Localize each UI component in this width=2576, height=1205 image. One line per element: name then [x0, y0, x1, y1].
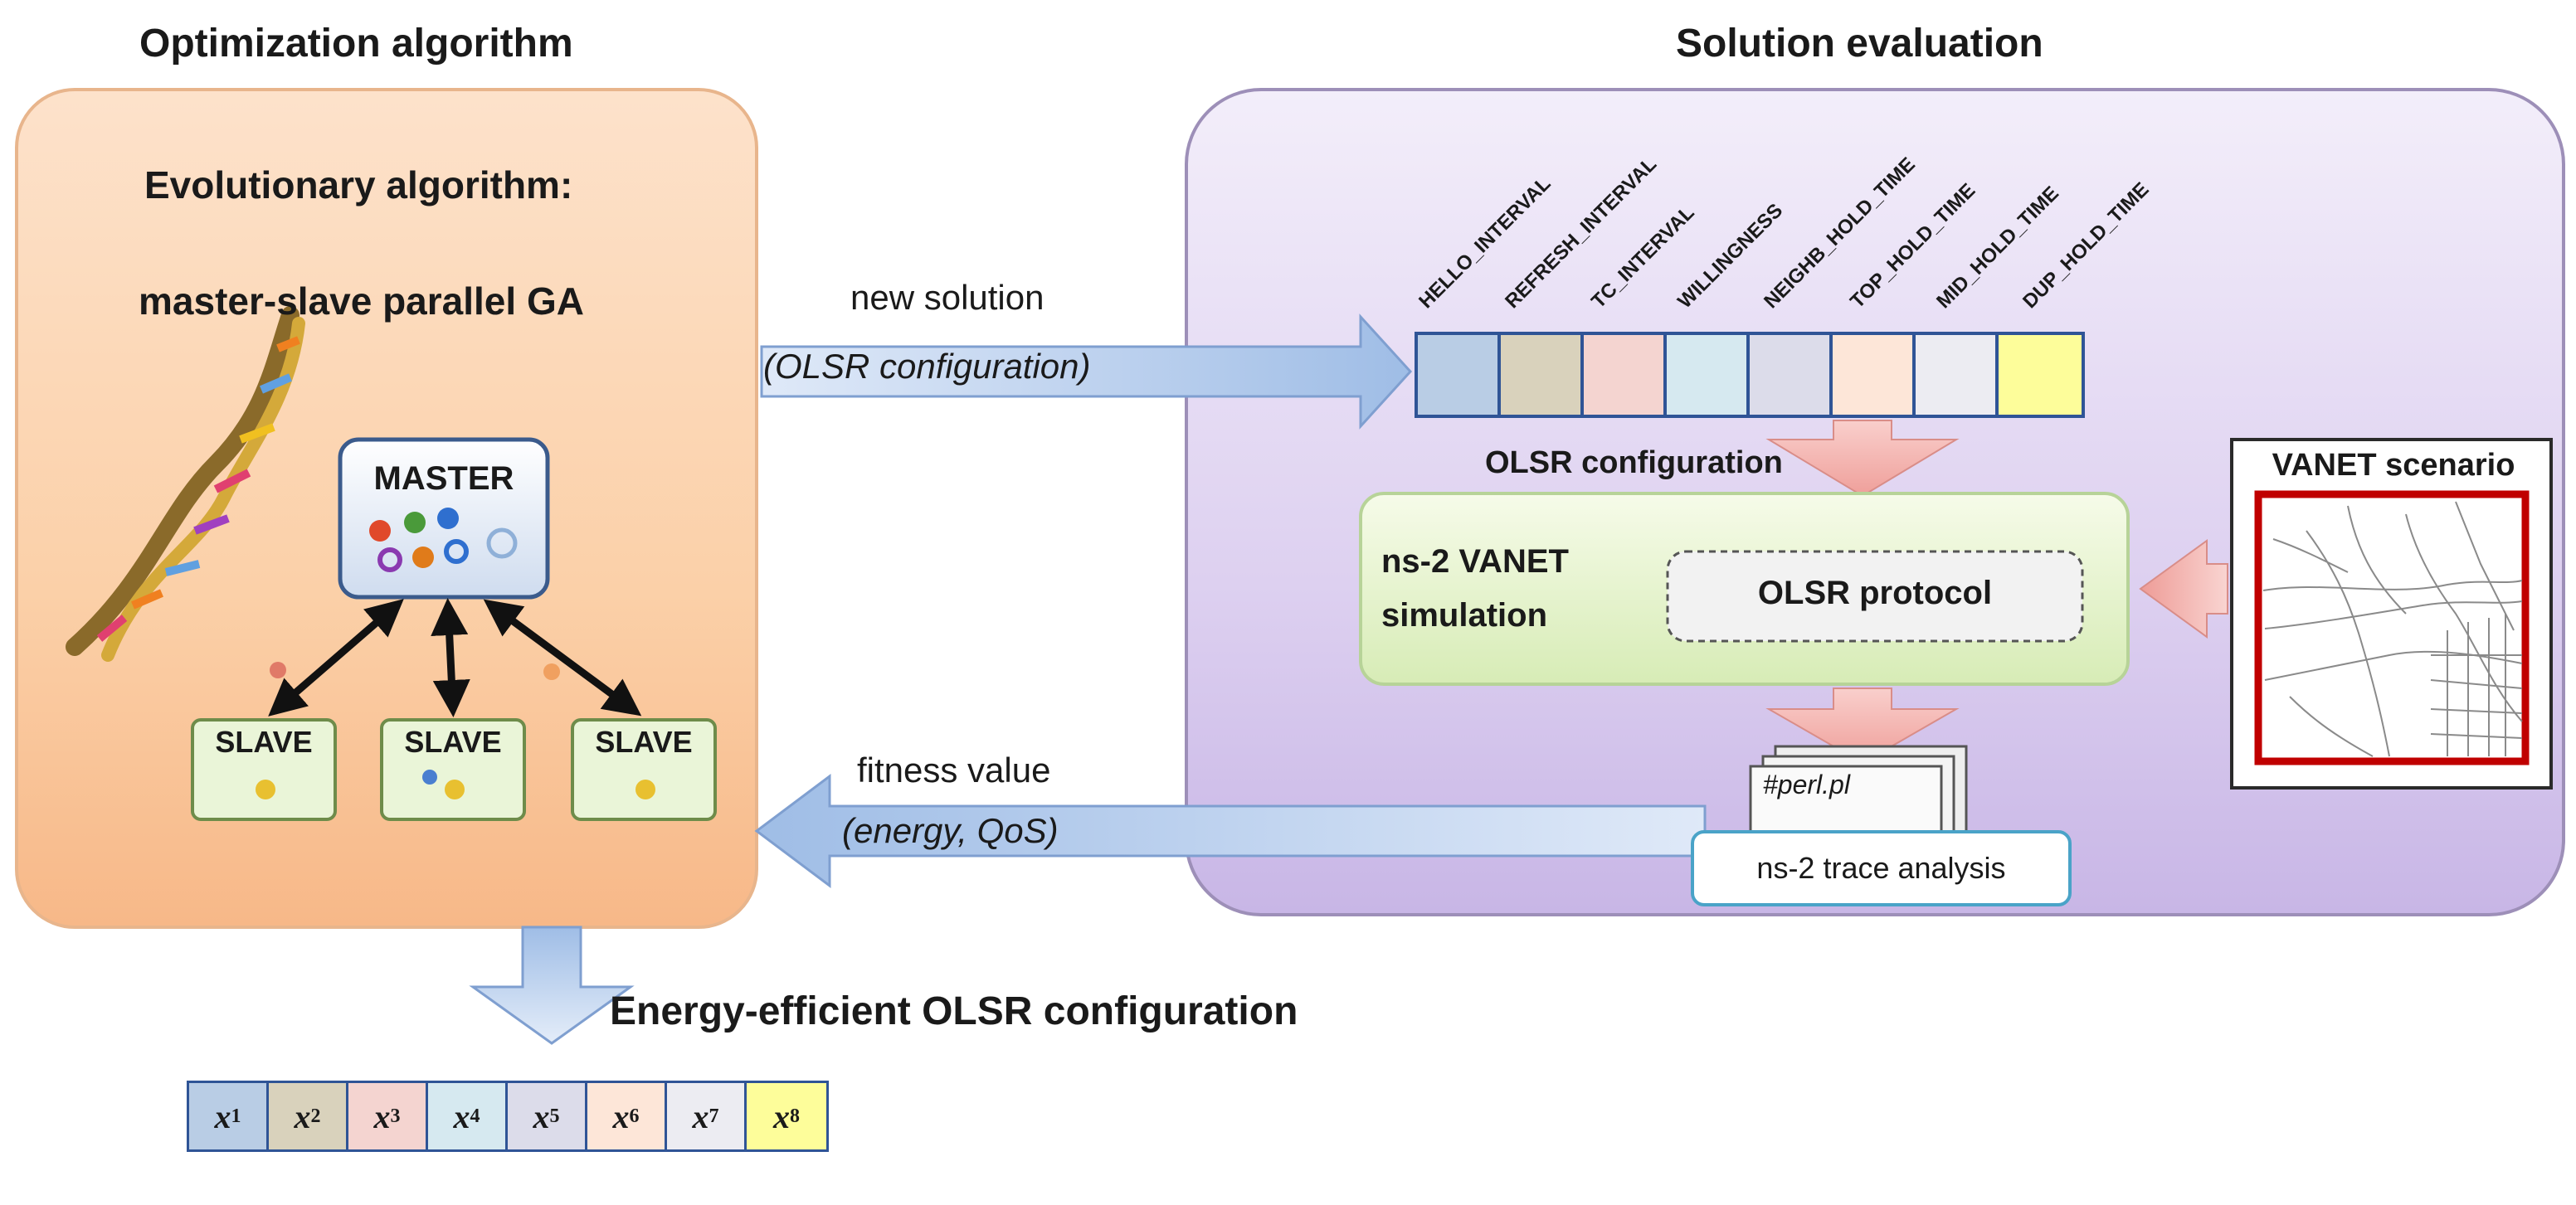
- vanet-map: [2254, 490, 2530, 765]
- trace-analysis-box: [1691, 830, 2072, 906]
- trace-analysis-label: ns-2 trace analysis: [1756, 851, 2006, 885]
- fitness-value-arrow: [754, 774, 1707, 888]
- output-heading: Energy-efficient OLSR configuration: [610, 989, 1298, 1033]
- chromosome-icons: [369, 508, 518, 572]
- output-arrow: [469, 926, 635, 1045]
- sim-label-line2: simulation: [1381, 597, 1548, 634]
- solution-vector-cell: [1916, 335, 1999, 415]
- fitness-value-sublabel: (energy, QoS): [842, 811, 1059, 850]
- solution-vector-cell: [1501, 335, 1584, 415]
- solution-vector-cell: [1667, 335, 1750, 415]
- slave-label: SLAVE: [215, 725, 313, 759]
- new-solution-sublabel: (OLSR configuration): [763, 347, 1091, 386]
- solution-vector-cell: [1418, 335, 1501, 415]
- ball-icon: [270, 662, 286, 678]
- solution-vector-cell: [1584, 335, 1667, 415]
- dna-helix-icon: [66, 306, 305, 662]
- scenario-to-sim-arrow: [2139, 539, 2228, 639]
- optimization-heading: Optimization algorithm: [139, 22, 573, 66]
- olsr-protocol-label: OLSR protocol: [1757, 575, 1993, 611]
- ea-title: Evolutionary algorithm:: [144, 163, 573, 207]
- slave-label: SLAVE: [595, 725, 693, 759]
- new-solution-arrow: [760, 313, 1413, 430]
- olsr-protocol-box: [1666, 550, 2084, 643]
- ball-icon: [543, 663, 560, 680]
- solution-vector-cell: [1833, 335, 1916, 415]
- fitness-value-label: fitness value: [857, 751, 1051, 790]
- slave-label: SLAVE: [404, 725, 502, 759]
- olsr-config-label: OLSR configuration: [1485, 445, 1783, 480]
- evaluation-heading: Solution evaluation: [1676, 22, 2043, 66]
- solution-vector: [1415, 332, 2085, 418]
- ga-title: master-slave parallel GA: [139, 279, 584, 323]
- sim-label-line1: ns-2 VANET: [1381, 543, 1569, 580]
- solution-vector-cell: [1999, 335, 2082, 415]
- master-slave-links: [268, 598, 642, 717]
- vanet-scenario-label: VANET scenario: [2272, 448, 2515, 483]
- new-solution-label: new solution: [850, 278, 1045, 317]
- perl-script-label: #perl.pl: [1763, 770, 1850, 799]
- sim-to-trace-arrow: [1765, 688, 1960, 765]
- master-label: MASTER: [373, 460, 514, 497]
- solution-vector-cell: [1750, 335, 1833, 415]
- config-to-sim-arrow: [1765, 420, 1960, 498]
- road-map-icon: [2262, 501, 2523, 757]
- slave-nodes: [191, 718, 717, 821]
